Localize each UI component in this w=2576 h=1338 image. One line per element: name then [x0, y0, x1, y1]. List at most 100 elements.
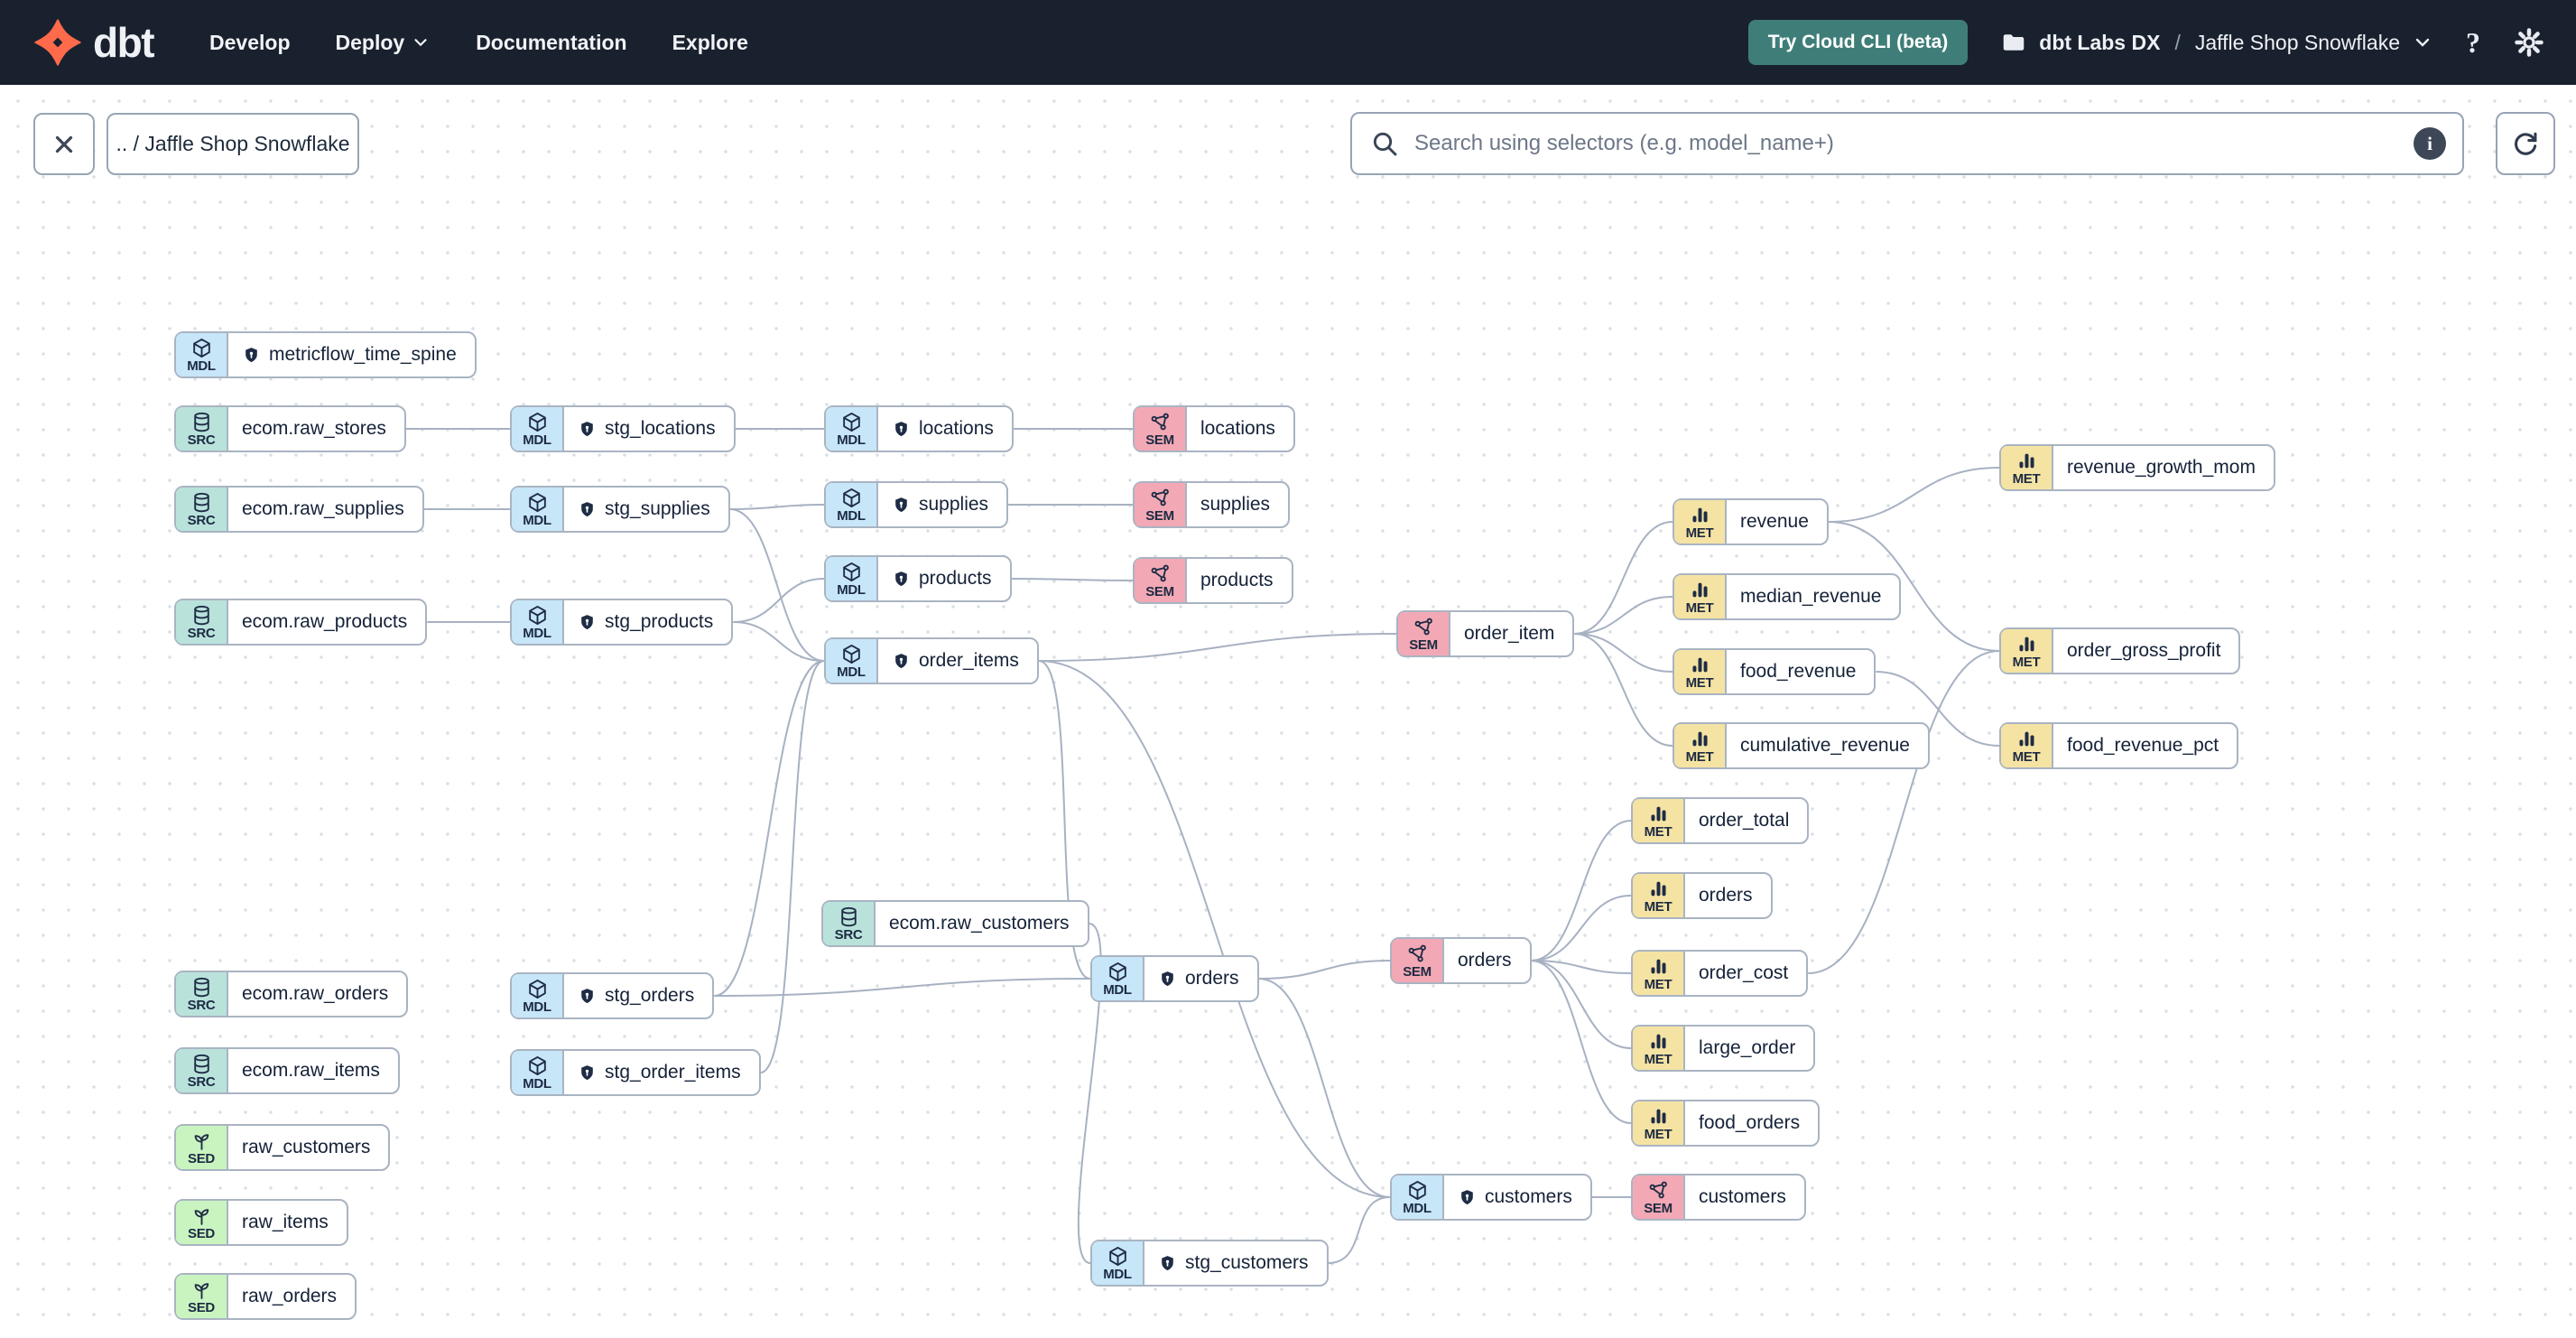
top-navbar: dbt Develop Deploy Documentation Explore Tr…	[0, 0, 2576, 85]
nav-item-label: Documentation	[476, 30, 627, 54]
source-database-icon	[193, 492, 209, 512]
node-label: orders	[1458, 950, 1512, 971]
node-type-label: MDL	[523, 625, 551, 641]
try-cloud-cli-button[interactable]: Try Cloud CLI (beta)	[1747, 20, 1969, 65]
node-label: locations	[878, 407, 1012, 451]
protected-shield-icon	[581, 988, 593, 1003]
help-button[interactable]: ?	[2466, 25, 2480, 59]
protected-shield-icon	[1162, 1255, 1173, 1270]
node-label: large_order	[1699, 1037, 1796, 1058]
node-label: supplies	[1200, 494, 1271, 515]
edge-mdl_orders-sem_orders	[1258, 960, 1391, 980]
close-button[interactable]	[33, 113, 95, 175]
source-database-icon	[193, 412, 209, 432]
model-cube-icon	[528, 979, 546, 999]
project-name: Jaffle Shop Snowflake	[2194, 30, 2400, 54]
semantic-network-icon	[1649, 1181, 1667, 1198]
node-label: stg_products	[564, 600, 731, 644]
project-selector[interactable]: dbt Labs DX / Jaffle Shop Snowflake	[2000, 29, 2433, 56]
breadcrumb[interactable]: .. / Jaffle Shop Snowflake	[107, 113, 359, 175]
refresh-button[interactable]	[2496, 112, 2555, 175]
node-label: order_gross_profit	[2067, 640, 2221, 661]
graph-node-sem_orders[interactable]: SEM orders	[1390, 937, 1532, 984]
nav-item-deploy[interactable]: Deploy	[336, 31, 431, 55]
node-label: stg_customers	[1144, 1241, 1327, 1285]
metric-bars-icon	[2018, 453, 2034, 468]
node-label: locations	[1200, 418, 1275, 439]
node-type-label: MDL	[837, 432, 866, 448]
dbt-logo[interactable]: dbt	[33, 18, 155, 67]
graph-node-mdl_locations[interactable]: MDL locations	[824, 405, 1014, 452]
search-icon	[1373, 132, 1397, 156]
node-type-label: MET	[2012, 748, 2041, 765]
graph-node-sem_supplies[interactable]: SEM supplies	[1133, 481, 1291, 528]
nav-item-develop[interactable]: Develop	[209, 31, 290, 55]
metric-bars-icon	[2018, 731, 2034, 746]
node-type-label: SRC	[187, 512, 216, 528]
protected-shield-icon	[1461, 1189, 1473, 1204]
node-type-label: MDL	[837, 507, 866, 524]
nav-item-label: Explore	[672, 30, 748, 54]
protected-shield-icon	[1162, 971, 1173, 986]
node-label: orders	[1144, 957, 1257, 1000]
settings-button[interactable]	[2513, 26, 2545, 59]
node-type-label: SED	[188, 1299, 215, 1315]
semantic-network-icon	[1151, 413, 1169, 430]
nav-item-explore[interactable]: Explore	[672, 31, 748, 55]
graph-node-mdl_stg_products[interactable]: MDL stg_products	[510, 599, 734, 646]
edge-sem_order_item-met_food_revenue	[1574, 633, 1673, 673]
edge-sem_orders-met_order_total	[1531, 820, 1632, 962]
sem-badge: SEM	[1392, 939, 1444, 982]
info-icon[interactable]: i	[2414, 127, 2446, 160]
nav-item-documentation[interactable]: Documentation	[476, 31, 626, 55]
search-input[interactable]	[1413, 130, 2400, 157]
close-icon	[55, 135, 73, 153]
node-type-label: MDL	[523, 999, 551, 1015]
search-bar: i	[1350, 112, 2464, 175]
sed-badge: SED	[176, 1201, 228, 1244]
sem-badge: SEM	[1135, 483, 1187, 526]
src-badge: SRC	[176, 600, 228, 644]
lineage-canvas[interactable]: .. / Jaffle Shop Snowflake i MDLmetricfl…	[0, 85, 2576, 1338]
sem-badge: SEM	[1135, 559, 1187, 602]
model-cube-icon	[842, 644, 860, 664]
node-type-label: SRC	[187, 997, 216, 1013]
breadcrumb-separator: /	[2174, 30, 2181, 54]
